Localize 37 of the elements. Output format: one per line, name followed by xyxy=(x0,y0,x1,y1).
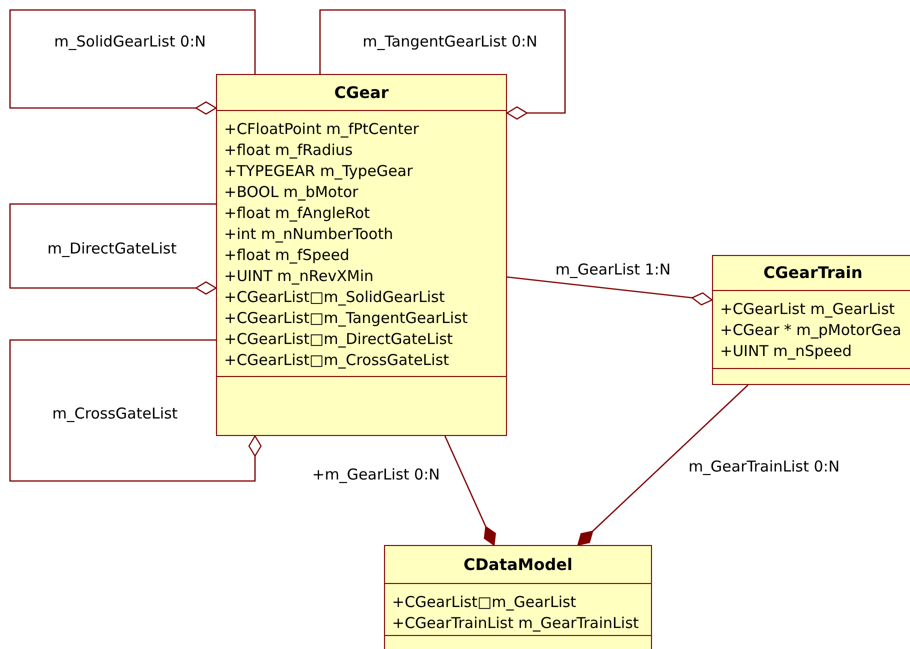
class-name: CGear xyxy=(334,82,389,104)
edge-label: m_GearList 1:N xyxy=(555,262,671,278)
edge-label: m_CrossGateList xyxy=(52,406,178,422)
class-box xyxy=(384,545,652,649)
association-line xyxy=(9,9,256,115)
association-line xyxy=(577,384,748,546)
edge-label: m_GearTrainList 0:N xyxy=(688,460,840,474)
attribute-text: +CGearList m_GearList xyxy=(720,299,896,320)
class-box xyxy=(216,74,507,436)
attribute-text: +CGearList□m_CrossGateList xyxy=(224,350,450,371)
attribute-text: +TYPEGEAR m_TypeGear xyxy=(224,161,414,182)
class-box xyxy=(712,255,910,385)
edge-label: m_SolidGearList 0:N xyxy=(54,34,206,50)
edge-label: m_TangentGearList 0:N xyxy=(362,34,538,50)
attribute-text: +CFloatPoint m_fPtCenter xyxy=(224,119,420,140)
attribute-text: +float m_fSpeed xyxy=(224,245,350,266)
class-name: CDataModel xyxy=(464,554,572,576)
attribute-text: +UINT m_nSpeed xyxy=(720,341,853,362)
attribute-text: +CGearTrainList m_GearTrainList xyxy=(392,613,640,634)
attribute-text: +CGearList□m_GearList xyxy=(392,592,578,613)
association-line xyxy=(9,339,262,482)
attribute-text: +float m_fAngleRot xyxy=(224,203,371,224)
attribute-text: +int m_nNumberTooth xyxy=(224,224,394,245)
attribute-text: +BOOL m_bMotor xyxy=(224,182,360,203)
attribute-text: +UINT m_nRevXMin xyxy=(224,266,374,287)
attribute-text: +float m_fRadius xyxy=(224,140,354,161)
association-line xyxy=(506,276,713,306)
edge-label: +m_GearList 0:N xyxy=(312,468,440,482)
attribute-text: +CGearList□m_SolidGearList xyxy=(224,287,446,308)
association-line xyxy=(444,436,496,546)
attribute-text: +CGearList□m_TangentGearList xyxy=(224,308,469,329)
attribute-text: +CGearList□m_DirectGateList xyxy=(224,329,454,350)
association-line xyxy=(9,203,217,295)
edge-label: m_DirectGateList xyxy=(47,242,177,256)
attribute-text: +CGear * m_pMotorGea xyxy=(720,320,902,341)
class-name: CGearTrain xyxy=(763,262,863,284)
association-line xyxy=(319,9,566,120)
